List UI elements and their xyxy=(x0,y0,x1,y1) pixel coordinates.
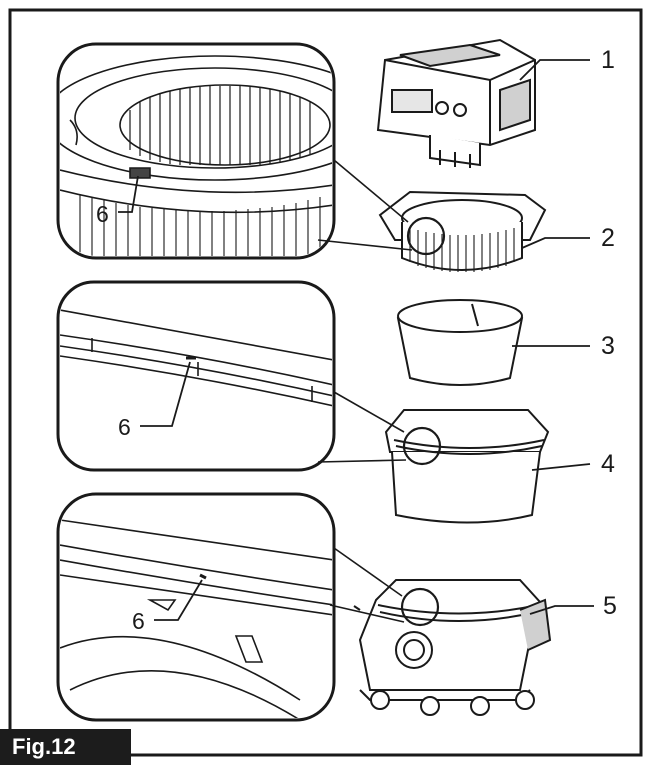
callout-1: 1 xyxy=(601,46,615,74)
callout-leaders xyxy=(512,59,594,615)
callout-5: 5 xyxy=(603,592,617,620)
figure-label: Fig.12 xyxy=(0,729,131,765)
detail-inset-bag xyxy=(56,280,336,472)
filter-sleeve-icon xyxy=(396,299,524,386)
cartridge-filter-icon xyxy=(378,190,547,272)
zoom-connectors xyxy=(317,159,413,623)
detail-inset-tank xyxy=(56,492,336,722)
figure-border xyxy=(8,8,643,757)
callout-3: 3 xyxy=(601,332,615,360)
detail-ref-filter: 6 xyxy=(96,201,109,227)
tank-icon xyxy=(353,579,552,716)
detail-ref-tank: 6 xyxy=(132,608,145,634)
detail-inset-filter xyxy=(56,42,336,260)
motor-head-icon xyxy=(376,38,536,168)
callout-4: 4 xyxy=(601,450,615,478)
detail-ref-bag: 6 xyxy=(118,414,131,440)
dust-bag-icon xyxy=(384,409,550,524)
callout-2: 2 xyxy=(601,224,615,252)
